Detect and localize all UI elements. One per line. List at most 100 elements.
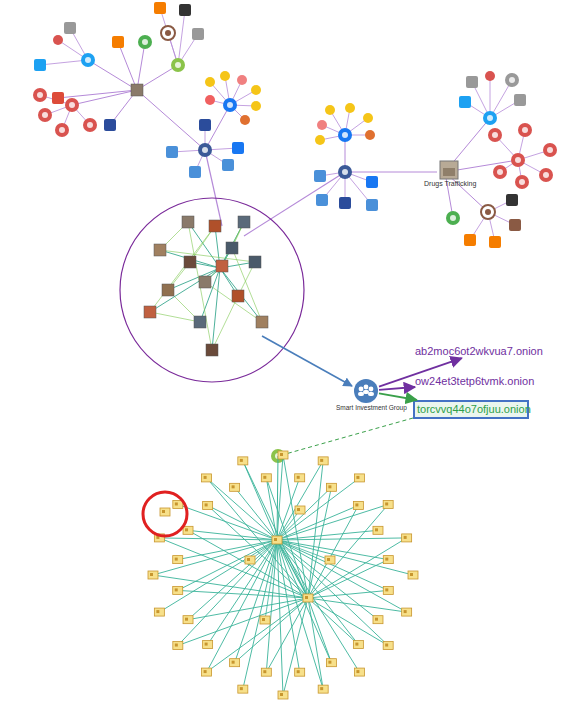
icon-shape	[316, 194, 328, 206]
link-line	[178, 598, 308, 646]
icon-shape	[251, 85, 261, 95]
site-node	[375, 618, 378, 621]
link-line	[150, 226, 215, 312]
link-line	[178, 10, 185, 65]
icon-shape	[489, 236, 501, 248]
site-node	[247, 558, 250, 561]
site-node	[173, 642, 183, 650]
social-icon	[353, 641, 363, 649]
social-icon	[33, 88, 47, 102]
link-line	[88, 60, 137, 90]
site-node	[274, 538, 277, 541]
social-icon	[383, 586, 393, 594]
site-node	[230, 659, 240, 667]
icon-shape	[198, 143, 212, 157]
onion-node: ow24et3tetp6tvmk.onion	[415, 375, 547, 388]
site-node	[245, 556, 255, 564]
site-node	[353, 501, 363, 509]
social-icon	[245, 556, 255, 564]
link-line	[153, 575, 308, 598]
site-node	[383, 642, 393, 650]
icon-shape	[492, 132, 498, 138]
icon-shape	[33, 88, 47, 102]
social-icon	[138, 35, 152, 49]
photo-node	[256, 316, 268, 328]
social-icon	[514, 94, 526, 106]
link-line	[40, 60, 88, 65]
social-icon	[216, 260, 228, 272]
icon-shape	[450, 215, 456, 221]
site-node	[263, 476, 266, 479]
link-line	[277, 505, 358, 540]
social-icon	[182, 216, 194, 228]
link-line	[308, 598, 358, 645]
site-node	[375, 528, 378, 531]
social-icon	[515, 175, 529, 189]
link-line	[277, 540, 323, 689]
icon-shape	[539, 168, 553, 182]
photo-node	[131, 84, 143, 96]
link-line	[308, 598, 323, 689]
social-icon	[485, 71, 495, 81]
icon-shape	[189, 166, 201, 178]
photo-node	[182, 216, 194, 228]
site-node	[402, 608, 412, 616]
social-icon	[365, 130, 375, 140]
link-line	[212, 268, 220, 350]
site-node	[295, 506, 305, 514]
social-icon	[272, 536, 282, 544]
social-icon	[232, 142, 244, 154]
social-icon	[373, 616, 383, 624]
social-icon	[459, 96, 471, 108]
group-icon	[369, 387, 374, 392]
icon-shape	[509, 219, 521, 231]
icon-shape	[325, 105, 335, 115]
site-node	[297, 508, 300, 511]
icon-shape	[483, 111, 497, 125]
link-line	[137, 42, 145, 90]
site-node	[175, 502, 178, 505]
site-node	[305, 596, 308, 599]
site-node	[173, 586, 183, 594]
icon-shape	[317, 120, 327, 130]
social-icon	[226, 242, 238, 254]
icon-shape	[220, 71, 230, 81]
social-icon	[383, 556, 393, 564]
site-node	[260, 616, 270, 624]
social-icon	[363, 113, 373, 123]
site-node	[355, 503, 358, 506]
site-node	[175, 588, 178, 591]
site-node	[383, 500, 393, 508]
site-node	[385, 502, 388, 505]
social-icon	[52, 92, 64, 104]
site-node	[202, 474, 212, 482]
social-icon	[383, 642, 393, 650]
link-line	[150, 268, 220, 312]
icon-shape	[511, 153, 525, 167]
social-icon	[238, 457, 248, 465]
social-icon	[353, 501, 363, 509]
site-node	[175, 644, 178, 647]
site-node	[353, 641, 363, 649]
site-node	[297, 476, 300, 479]
topic-image	[443, 168, 455, 176]
social-icon	[325, 105, 335, 115]
social-icon	[261, 668, 271, 676]
site-node	[354, 668, 364, 676]
social-icon	[339, 197, 351, 209]
link-line	[208, 505, 308, 598]
social-icon	[198, 143, 212, 157]
site-node	[160, 508, 170, 516]
social-icon	[326, 659, 336, 667]
link-line	[232, 248, 262, 322]
social-icon	[261, 474, 271, 482]
social-icon	[38, 108, 52, 122]
site-node	[185, 528, 188, 531]
social-icon	[354, 474, 364, 482]
social-icon	[251, 101, 261, 111]
site-node	[318, 685, 328, 693]
link-line	[178, 590, 308, 598]
icon-shape	[87, 122, 93, 128]
social-icon	[209, 220, 221, 232]
